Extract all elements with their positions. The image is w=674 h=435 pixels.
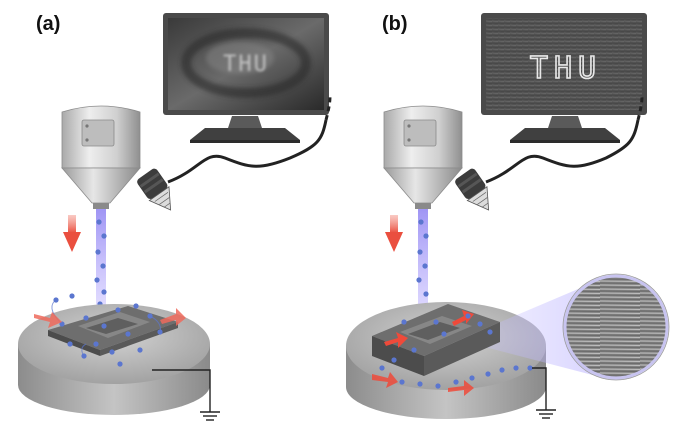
monitor-icon: THU: [481, 13, 647, 143]
magnification-cone: [458, 278, 604, 378]
ground-icon: [532, 367, 556, 419]
deflection-arrows-a: [34, 308, 186, 328]
sem-column-icon: [383, 105, 463, 209]
scattered-electrons-a: [53, 293, 163, 367]
current-arrows-b: [372, 310, 474, 396]
electron-beam-a: [96, 209, 106, 309]
panel-label-a: (a): [36, 13, 61, 35]
ground-icon: [152, 369, 220, 421]
detector-icon: [455, 168, 490, 211]
panel-label-b: (b): [382, 13, 408, 35]
sem-column-icon: [61, 105, 141, 209]
panel-a: THU: [18, 13, 332, 421]
screen-text-b: THU: [530, 51, 602, 86]
magnifier-inset-icon: [562, 273, 670, 381]
monitor-icon: THU: [163, 13, 329, 143]
panel-b: THU: [346, 13, 670, 419]
incident-arrow-b: [385, 215, 403, 252]
screen-text-a: THU: [223, 52, 269, 77]
incident-arrow-a: [63, 215, 81, 252]
drained-electrons-b: [379, 313, 533, 389]
detector-icon: [137, 168, 172, 211]
